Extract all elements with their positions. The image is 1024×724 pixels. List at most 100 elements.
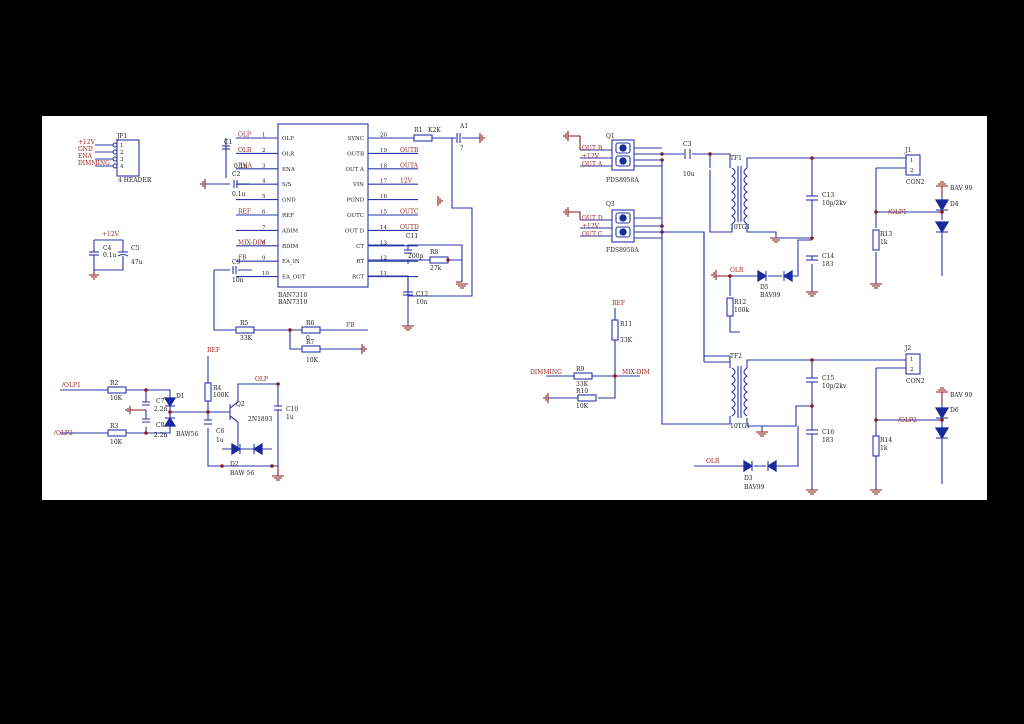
ic-right-pin-name: OUT D [345,228,365,234]
c8-ref: C8 [156,422,165,429]
r8-val: 27k [430,265,442,272]
ic-left-pin-num: 10 [262,271,269,277]
j2-ref: J2 [904,345,911,352]
d5-ref: D5 [760,284,769,291]
j1-ref: J1 [904,147,911,154]
d4-ref: D4 [950,201,959,208]
ic-right-net-label: OUTC [400,209,419,216]
transformer-tf1: TF1 10TG1 [709,155,920,243]
ic-left-pin-name: BDIM [282,244,299,250]
ic-part: BAN7310 [278,292,307,299]
olp1-in: /OLP1 [62,382,81,389]
c6-val: 1u [216,437,224,444]
header-net-gnd: GND [78,146,93,153]
mix-dim-out: MIX-DIM [622,369,650,376]
ic-left-net-label: FB [238,255,247,262]
c4-val: 0.1u [103,252,117,259]
c7-ref: C7 [156,398,165,405]
c5-ref: C5 [131,245,140,252]
q1-ref: Q1 [606,133,615,140]
header-pin1-num: 1 [120,143,124,149]
r4-ref: R4 [213,385,222,392]
r2-ref: R2 [110,380,119,387]
c12-val: 10n [416,299,428,306]
ic-right-pin-name: OUTB [347,151,364,157]
fb-label: FB [346,322,355,329]
olp-circuit: /OLP1 /OLP2 R2 10K R3 10K C7 2.2n C8 2.2… [54,347,298,481]
upper-output: C13 10p/2kv C14 183 OLR D5 BAV99 R12 100… [711,147,973,333]
ic-left-pin-num: 3 [262,163,266,169]
c11-val: 200p [408,253,423,260]
ic-left-pin-num: 6 [262,210,266,216]
c12-ref: C12 [416,291,428,298]
ic-left-pin-name: OLP [282,136,294,142]
r3-ref: R3 [110,423,119,430]
d3-ref: D3 [744,475,753,482]
r1-ref: R1 [414,127,422,134]
ic-left-pin-num: 8 [262,240,266,246]
ic-right-pin-num: 15 [380,210,387,216]
a1-ref: A1 [459,123,468,130]
ic-left-net-label: OLR [238,147,252,154]
ic-right-pin-name: OUT A [345,167,365,173]
olp1-out: /OLP1 [888,209,907,216]
dimming-network: REF R11 33K DIMMING MIX-DIM R9 33K R10 1… [530,300,650,410]
c2-val: 0.1u [232,191,246,198]
tf1-part: 10TG1 [730,224,750,231]
ic-right-pin-num: 13 [380,240,387,246]
ic-right-pin-name: OUTC [347,213,364,219]
j2-pin2: 2 [910,367,914,373]
ic-left-pin-name: REF [282,213,294,219]
r4-val: 100K [213,392,229,399]
q1-part: FDS8958A [606,177,639,184]
c14-val: 183 [822,261,834,268]
ic-right-pin-num: 16 [380,194,387,200]
r7-ref: R7 [306,339,315,346]
q3-ref: Q3 [606,201,615,208]
r14-ref: R14 [880,437,892,444]
header-pin2-num: 2 [120,150,124,156]
r9-val: 33K [576,381,589,388]
header-net-12v: +12V [78,139,96,146]
ic-left-pin-num: 7 [262,225,266,231]
c13-val: 10p/2kv [822,200,847,207]
r13-val: 1k [880,239,888,246]
r10-val: 10K [576,403,589,410]
c3-and-routing: C3 10u [661,141,731,425]
olp-ref-net: REF [207,347,220,354]
ic-right-net-label: OUTB [400,147,419,154]
r6-val: 0 [306,335,310,342]
dim-ref-net: REF [612,300,625,307]
q1-net2: +12V [582,153,600,160]
header-net-dimming: DIMMING [78,160,110,167]
r2-val: 10K [110,395,123,402]
ic-left-pin-num: 9 [262,256,266,262]
j1-name: CON2 [906,179,925,186]
ic-right-pin-num: 19 [380,148,387,154]
ic-right-pin-name: SYNC [348,136,364,142]
r12-ref: R12 [734,299,746,306]
ic-left-pin-num: 4 [262,179,266,185]
ic-right-pin-num: 14 [380,225,387,231]
header-ref: JP1 [116,133,127,140]
q2-ref: Q2 [236,401,245,408]
c10-ref: C10 [286,406,298,413]
ic-right-pin-name: RT [356,259,364,265]
ic-left-pin-name: GND [282,198,296,204]
r11-ref: R11 [620,321,632,328]
c13-ref: C13 [822,192,834,199]
ic-right-pin-name: CT [356,244,364,250]
q1-net3: OUT A [582,161,603,168]
c9-val: 10n [232,277,244,284]
ic-right-pin-num: 11 [380,271,387,277]
c1-val: 0.1u [234,163,248,170]
ic-right-pin-num: 20 [380,133,387,139]
r3-val: 10K [110,439,123,446]
q2-val: 2N1893 [248,416,273,423]
ic-right-pin-num: 18 [380,163,387,169]
header-pin4-num: 4 [120,164,124,170]
header-name: 4 HEADER [118,177,152,184]
c15-ref: C15 [822,375,834,382]
ic-right-net-label: OUTA [400,162,419,169]
d2-ref: D2 [230,461,239,468]
